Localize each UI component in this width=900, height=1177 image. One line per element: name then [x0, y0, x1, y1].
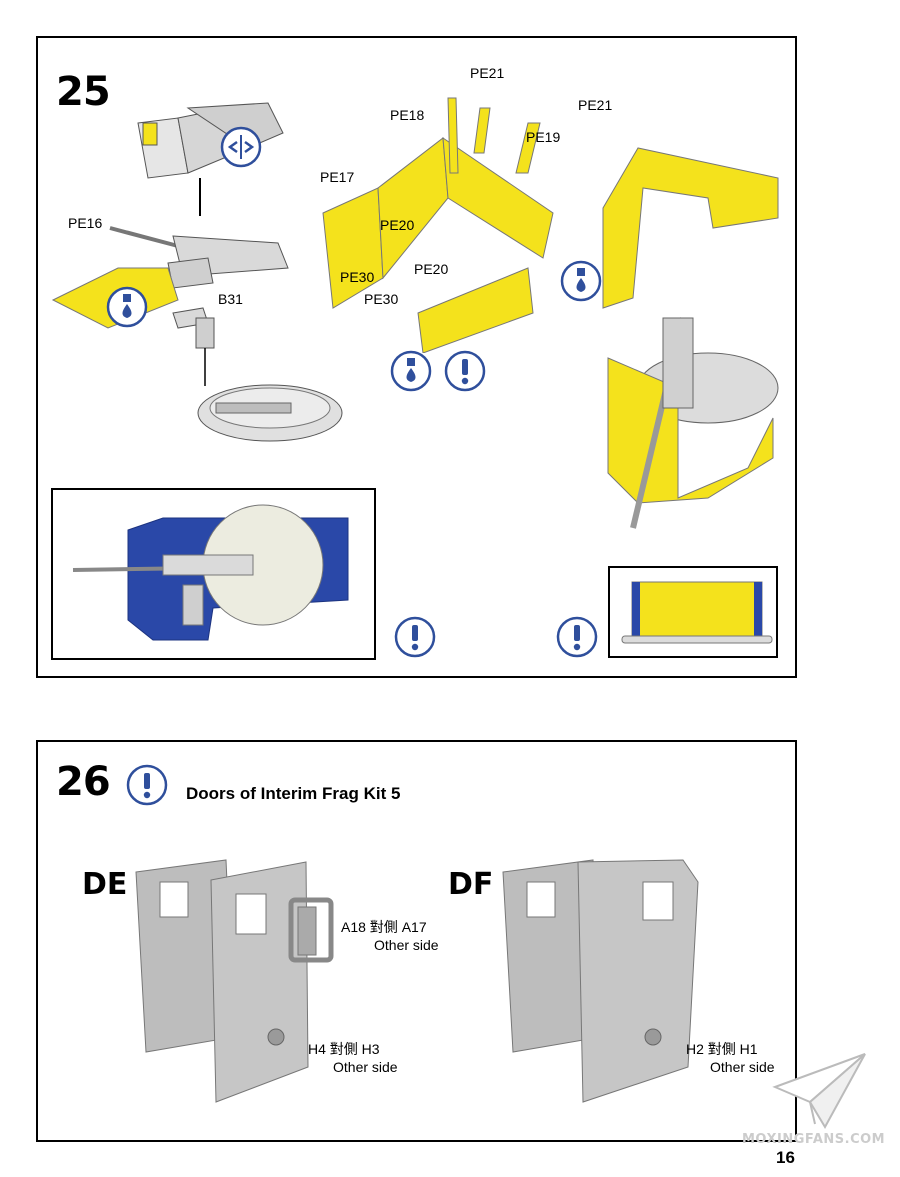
de-lower-other-side: Other side — [333, 1059, 398, 1075]
step-25-panel: 25 PE16 B31 — [36, 36, 797, 678]
variant-de-label: DE — [82, 867, 128, 902]
top-view-inset — [51, 488, 376, 660]
b31-part — [172, 307, 215, 349]
feed-tray-part — [137, 102, 284, 179]
step-26-panel: 26 Doors of Interim Frag Kit 5 DE DF A18… — [36, 740, 797, 1142]
df-lower-part-label: H2 對側 H1 — [686, 1041, 758, 1057]
step-number: 25 — [56, 69, 111, 115]
front-view-illustration — [621, 581, 773, 644]
caution-icon-middle — [444, 350, 486, 392]
step-number: 26 — [56, 759, 111, 805]
turret-ring-part — [197, 384, 343, 442]
de-doors-illustration — [135, 859, 334, 1103]
gun-assembly-illustration — [51, 102, 343, 442]
variant-df-label: DF — [448, 867, 494, 902]
label-pe20-lower: PE20 — [414, 261, 449, 277]
glue-icon — [106, 286, 148, 328]
step-title: Doors of Interim Frag Kit 5 — [186, 784, 401, 803]
machine-gun-part — [109, 226, 289, 289]
caution-icon — [126, 764, 168, 806]
label-pe21-top: PE21 — [470, 65, 505, 81]
page-number: 16 — [776, 1148, 795, 1167]
label-pe21-right: PE21 — [578, 97, 613, 113]
pe18-shield — [377, 137, 449, 280]
label-pe30-upper: PE30 — [340, 269, 375, 285]
pe17-shield — [322, 187, 384, 309]
label-pe30-lower: PE30 — [364, 291, 399, 307]
de-upper-other-side: Other side — [374, 937, 439, 953]
df-lower-other-side: Other side — [710, 1059, 775, 1075]
label-pe17: PE17 — [320, 169, 355, 185]
flip-over-icon — [220, 126, 262, 168]
de-upper-part-label: A18 對側 A17 — [341, 919, 427, 935]
de-lower-part-label: H4 對側 H3 — [308, 1041, 380, 1057]
label-pe18: PE18 — [390, 107, 425, 123]
shield-assembly-illustration — [322, 97, 554, 353]
top-view-illustration — [72, 504, 349, 641]
label-pe16: PE16 — [68, 215, 103, 231]
label-pe20-upper: PE20 — [380, 217, 415, 233]
caution-icon-inset-left — [394, 616, 436, 658]
front-view-inset — [608, 566, 778, 658]
caution-icon-inset-right — [556, 616, 598, 658]
glue-icon-middle — [390, 350, 432, 392]
paper-plane-watermark-icon — [772, 1053, 866, 1130]
label-pe19: PE19 — [526, 129, 561, 145]
assembled-turret-illustration — [602, 147, 779, 529]
glue-icon-right — [560, 260, 602, 302]
pe20-shield — [417, 267, 534, 353]
pe19-shield — [442, 136, 554, 259]
label-b31: B31 — [218, 291, 243, 307]
df-doors-illustration — [502, 859, 699, 1103]
watermark-text: MOXINGFANS.COM — [742, 1132, 886, 1147]
